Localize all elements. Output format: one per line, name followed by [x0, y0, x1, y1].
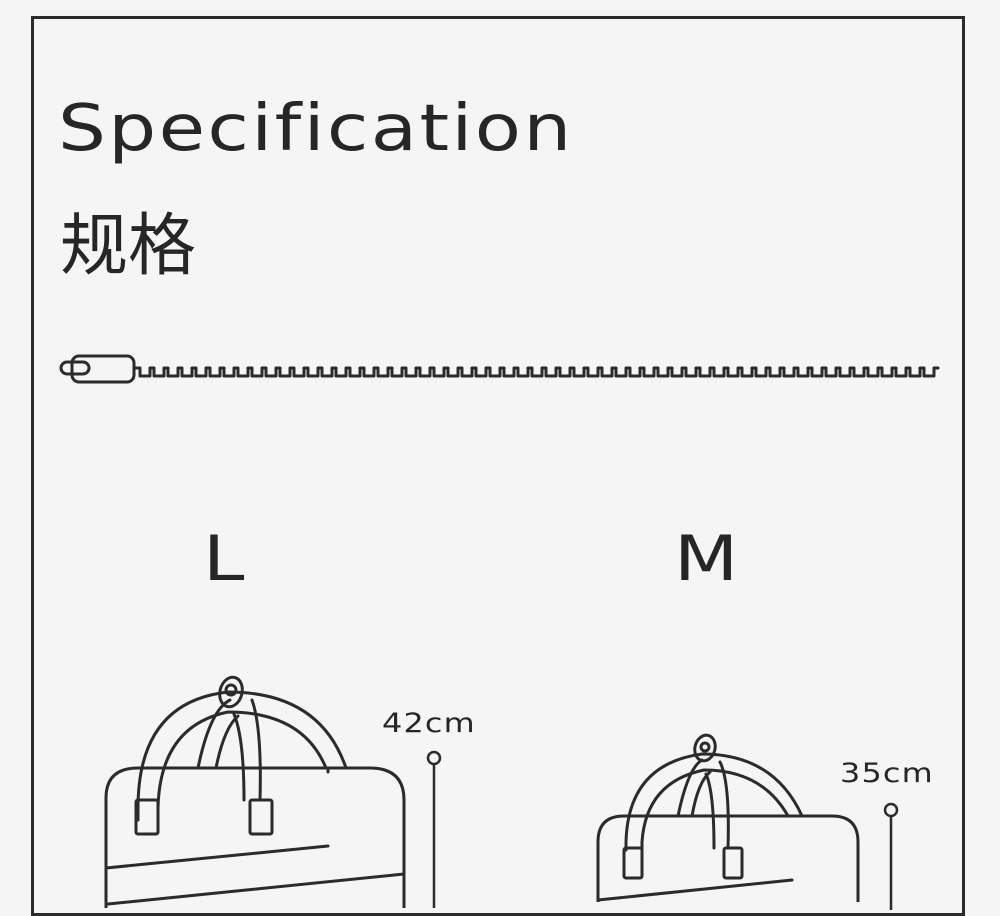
- height-marker-l-icon: [426, 750, 442, 908]
- title-english: Specification: [58, 92, 574, 166]
- height-label-m: 35cm: [840, 758, 934, 789]
- title-chinese: 规格: [60, 207, 197, 286]
- size-label-l: L: [203, 522, 245, 595]
- size-label-m: M: [674, 522, 739, 595]
- zipper-divider-icon: [59, 354, 940, 384]
- height-marker-m-icon: [883, 802, 899, 910]
- bag-m-icon: [596, 733, 860, 902]
- bag-l-icon: [104, 675, 406, 908]
- height-label-l: 42cm: [382, 708, 476, 739]
